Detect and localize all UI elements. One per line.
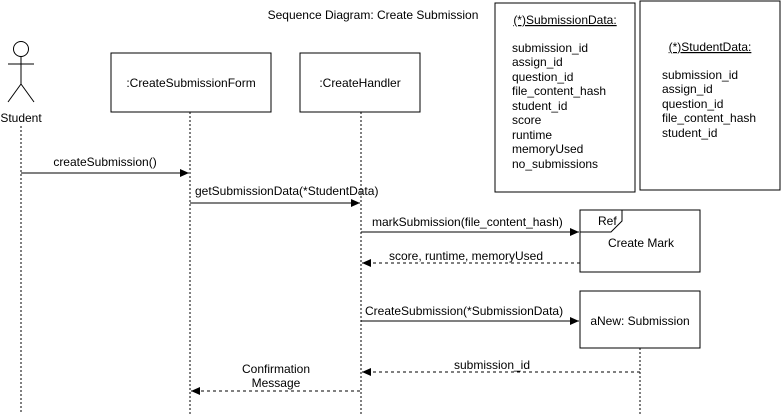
student-data-field: question_id [662,97,723,111]
msg-create-submission-object-label: CreateSubmission(*SubmissionData) [365,304,563,318]
msg-get-submission-data-label: getSubmissionData(*StudentData) [195,184,378,198]
student-data-field: submission_id [662,68,738,82]
msg-confirmation-label-line1: Confirmation [242,362,310,376]
msg-submission-id-return-label: submission_id [454,358,530,372]
submission-data-field: score [512,113,542,127]
diagram-title: Sequence Diagram: Create Submission [268,8,479,22]
msg-create-submission-label: createSubmission() [53,155,156,169]
ref-frame-tag [580,209,623,233]
submission-data-field: file_content_hash [512,84,606,98]
msg-mark-submission-label: markSubmission(file_content_hash) [372,215,563,229]
ref-frame-label: Create Mark [608,236,675,250]
actor-label: Student [0,111,42,125]
form-participant-box [110,52,272,113]
handler-participant-box [299,52,421,113]
submission-data-field: submission_id [512,41,588,55]
ref-frame [579,209,701,273]
new-submission-object-label: aNew: Submission [590,314,689,328]
msg-confirmation-label-line2: Message [252,376,301,390]
student-data-note [639,0,781,191]
submission-data-field: runtime [512,128,552,142]
submission-data-field: no_submissions [512,157,598,171]
student-data-field: assign_id [662,82,713,96]
submission-data-note [494,2,636,193]
student-data-field: file_content_hash [662,111,756,125]
submission-data-field: memoryUsed [512,142,583,156]
msg-score-return-label: score, runtime, memoryUsed [389,249,543,263]
submission-data-field: assign_id [512,55,563,69]
form-participant-label: :CreateSubmissionForm [126,76,255,90]
student-actor-icon [7,41,35,103]
handler-participant-label: :CreateHandler [319,76,400,90]
submission-data-note-title: (*)SubmissionData: [513,13,616,27]
new-submission-object [579,290,701,349]
student-data-field: student_id [662,126,717,140]
submission-data-field: student_id [512,99,567,113]
submission-data-field: question_id [512,70,573,84]
ref-frame-tag-label: Ref [598,214,617,228]
student-data-note-title: (*)StudentData: [669,40,752,54]
